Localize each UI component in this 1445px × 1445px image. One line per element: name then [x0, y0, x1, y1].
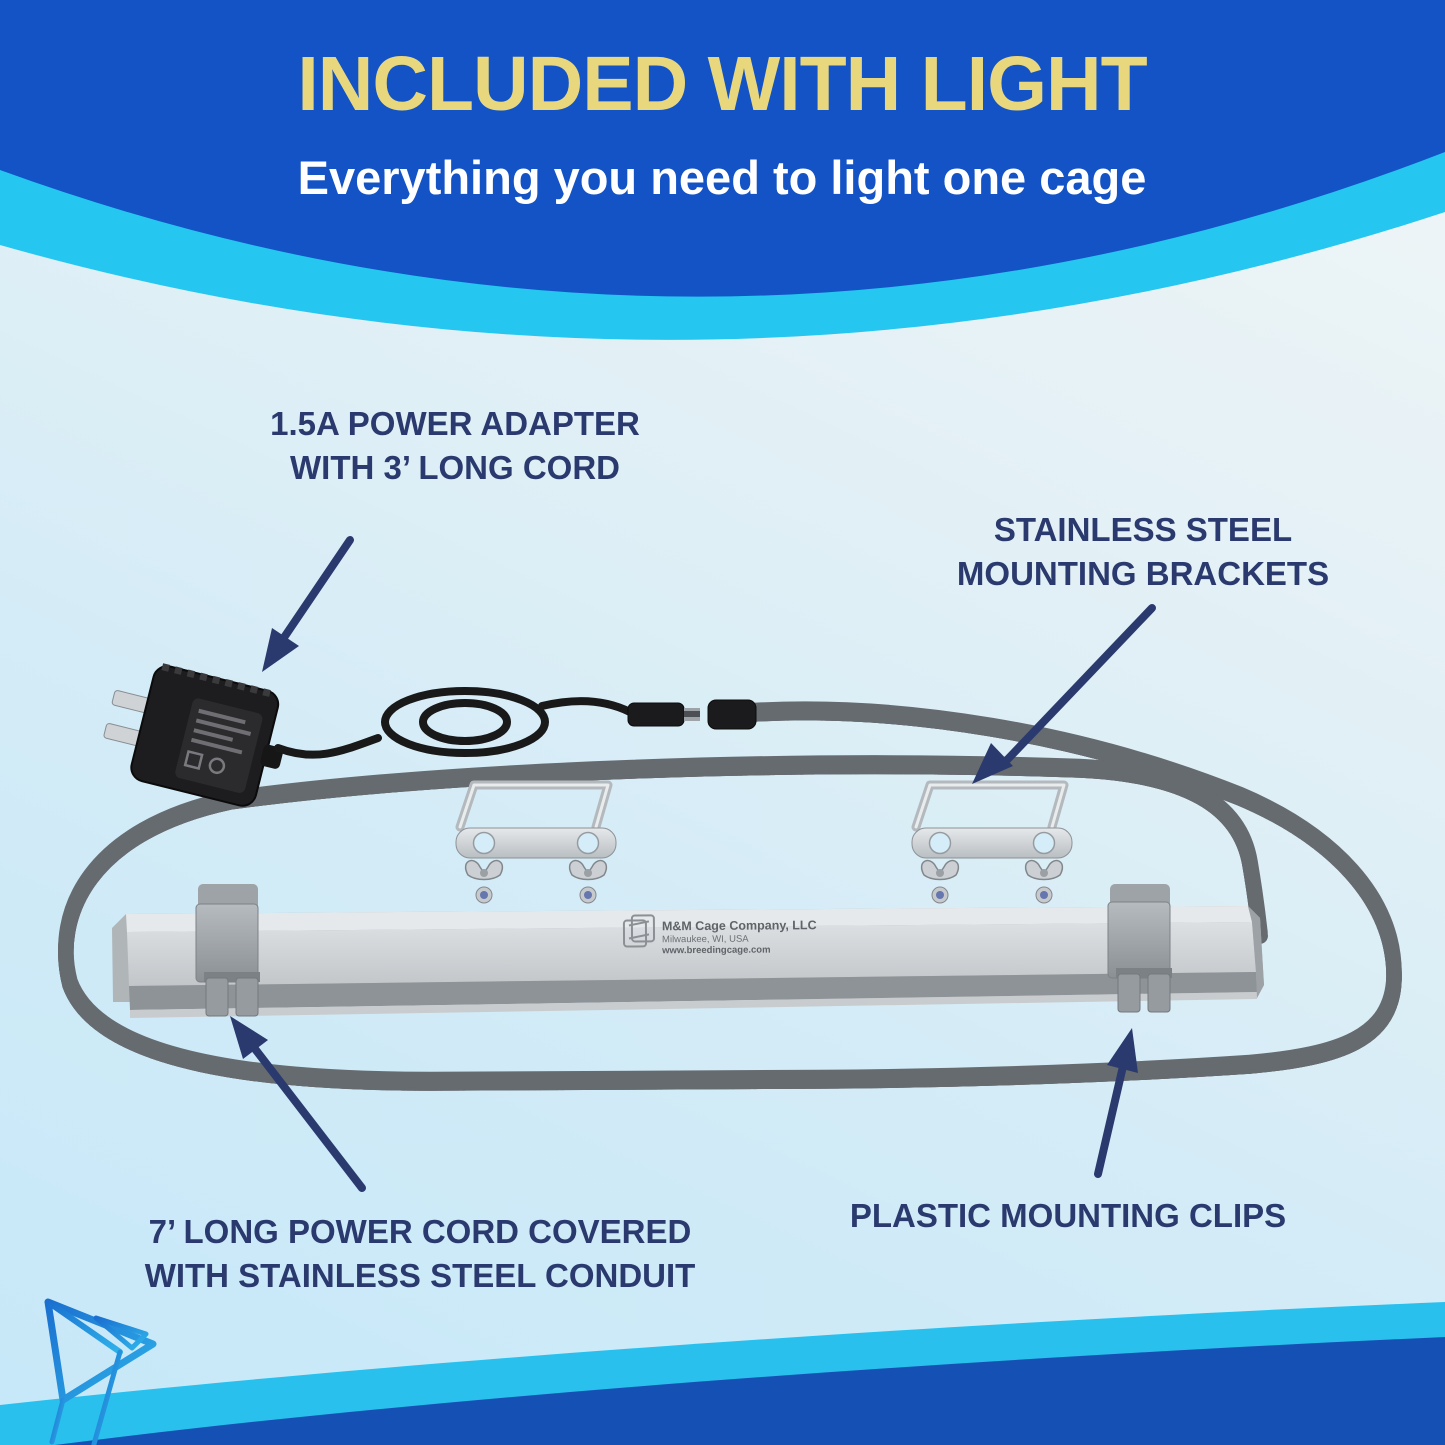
plastic-clip-left	[195, 884, 260, 1017]
light-bar: M&M Cage Company, LLC Milwaukee, WI, USA…	[112, 906, 1264, 1018]
footer-blue-ellipse	[55, 1337, 1445, 1445]
arrow-to-power-cord	[230, 1016, 366, 1192]
page-subtitle: Everything you need to light one cage	[297, 151, 1147, 204]
arrow-to-plastic-clips	[1094, 1028, 1138, 1178]
callout-line: 1.5A POWER ADAPTER	[270, 405, 640, 442]
callout-line: WITH 3’ LONG CORD	[290, 448, 620, 486]
mounting-bracket-right	[912, 785, 1072, 903]
callout-line: PLASTIC MOUNTING CLIPS	[849, 1197, 1287, 1234]
bar-brand-name: M&M Cage Company, LLC	[662, 918, 817, 933]
plastic-clip-right	[1107, 884, 1172, 1013]
bar-brand-imprint: M&M Cage Company, LLC Milwaukee, WI, USA…	[622, 914, 817, 957]
paper-plane-logo-icon	[44, 1298, 157, 1445]
header-blue-ellipse	[0, 0, 1445, 297]
dc-connector-female	[707, 699, 757, 730]
callout-line: WITH STAINLESS STEEL CONDUIT	[144, 1256, 696, 1294]
mounting-bracket-left	[456, 785, 616, 903]
arrow-to-mounting-brackets	[972, 604, 1156, 784]
stainless-conduit-loop	[66, 709, 1394, 1091]
page-title: INCLUDED WITH LIGHT	[297, 41, 1147, 127]
arrow-to-power-adapter	[262, 536, 354, 672]
callout-line: MOUNTING BRACKETS	[956, 554, 1330, 592]
bar-brand-website: www.breedingcage.com	[661, 945, 770, 957]
bar-brand-location: Milwaukee, WI, USA	[662, 934, 749, 946]
callout-power-cord: 7’ LONG POWER CORD COVERED WITH STAINLES…	[145, 1210, 696, 1297]
callout-mounting-brackets: STAINLESS STEEL MOUNTING BRACKETS	[957, 508, 1329, 595]
callout-power-adapter: 1.5A POWER ADAPTER WITH 3’ LONG CORD	[270, 402, 640, 489]
header-wave-graphic	[0, 0, 1445, 340]
cage-cube-logo-icon	[622, 914, 656, 948]
power-adapter	[103, 663, 284, 807]
footer-wave-graphic	[0, 1302, 1445, 1445]
callout-plastic-clips: PLASTIC MOUNTING CLIPS	[850, 1194, 1286, 1238]
dc-plug-male	[627, 702, 700, 727]
callout-line: 7’ LONG POWER CORD COVERED	[148, 1213, 692, 1250]
adapter-cord-coil	[274, 687, 634, 759]
callout-line: STAINLESS STEEL	[993, 511, 1293, 548]
